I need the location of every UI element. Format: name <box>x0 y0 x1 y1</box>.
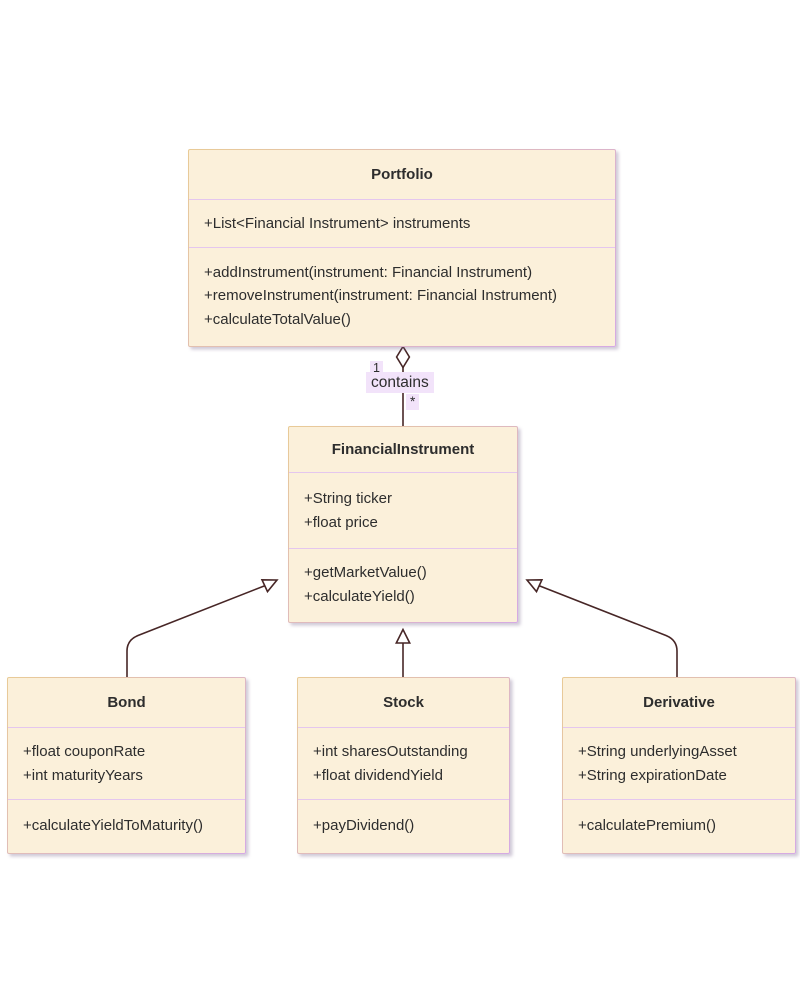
attribute-line: +String underlyingAsset <box>578 743 737 760</box>
class-box-derivative: Derivative +String underlyingAsset +Stri… <box>562 677 796 854</box>
attribute-line: +String expirationDate <box>578 766 727 784</box>
methods-section-derivative: +calculatePremium() <box>563 800 795 851</box>
attributes-section-portfolio: +List<Financial Instrument> instruments <box>189 200 615 248</box>
method-line: +addInstrument(instrument: Financial Ins… <box>204 263 533 281</box>
methods-section-financial-instrument: +getMarketValue() +calculateYield() <box>289 549 517 620</box>
aggregation-label: contains <box>366 372 434 393</box>
attributes-section-bond: +float couponRate +int maturityYears <box>8 728 245 800</box>
attribute-line: +int maturityYears <box>23 766 143 784</box>
methods-section-bond: +calculateYieldToMaturity() <box>8 800 245 851</box>
method-line: +calculatePremium() <box>578 816 716 834</box>
class-title-portfolio: Portfolio <box>189 150 615 200</box>
attributes-section-derivative: +String underlyingAsset +String expirati… <box>563 728 795 800</box>
inheritance-edge-bond <box>126 584 266 678</box>
class-box-financial-instrument: FinancialInstrument +String ticker +floa… <box>288 426 518 623</box>
attribute-line: +float dividendYield <box>313 766 443 784</box>
inheritance-arrowhead-derivative-icon <box>525 578 544 594</box>
method-line: +calculateTotalValue() <box>204 310 351 328</box>
method-line: +getMarketValue() <box>304 564 427 581</box>
aggregation-diamond-icon <box>395 344 411 370</box>
method-line: +calculateYieldToMaturity() <box>23 816 203 834</box>
methods-section-stock: +payDividend() <box>298 800 509 851</box>
aggregation-target-multiplicity: * <box>406 394 420 410</box>
class-title-bond: Bond <box>8 678 245 728</box>
methods-section-portfolio: +addInstrument(instrument: Financial Ins… <box>189 248 615 344</box>
attribute-line: +List<Financial Instrument> instruments <box>204 214 471 232</box>
method-line: +calculateYield() <box>304 587 415 605</box>
class-title-financial-instrument: FinancialInstrument <box>289 427 517 473</box>
attributes-section-stock: +int sharesOutstanding +float dividendYi… <box>298 728 509 800</box>
method-line: +removeInstrument(instrument: Financial … <box>204 287 558 305</box>
inheritance-arrowhead-stock-icon <box>395 627 411 644</box>
inheritance-edge-derivative <box>538 584 678 678</box>
attributes-section-financial-instrument: +String ticker +float price <box>289 473 517 549</box>
class-box-bond: Bond +float couponRate +int maturityYear… <box>7 677 246 854</box>
class-box-portfolio: Portfolio +List<Financial Instrument> in… <box>188 149 616 347</box>
method-line: +payDividend() <box>313 816 415 834</box>
class-title-derivative: Derivative <box>563 678 795 728</box>
class-title-stock: Stock <box>298 678 509 728</box>
attribute-line: +String ticker <box>304 490 392 507</box>
class-box-stock: Stock +int sharesOutstanding +float divi… <box>297 677 510 854</box>
attribute-line: +float couponRate <box>23 743 146 760</box>
inheritance-arrowhead-bond-icon <box>260 578 279 594</box>
attribute-line: +int sharesOutstanding <box>313 743 468 760</box>
attribute-line: +float price <box>304 513 378 531</box>
